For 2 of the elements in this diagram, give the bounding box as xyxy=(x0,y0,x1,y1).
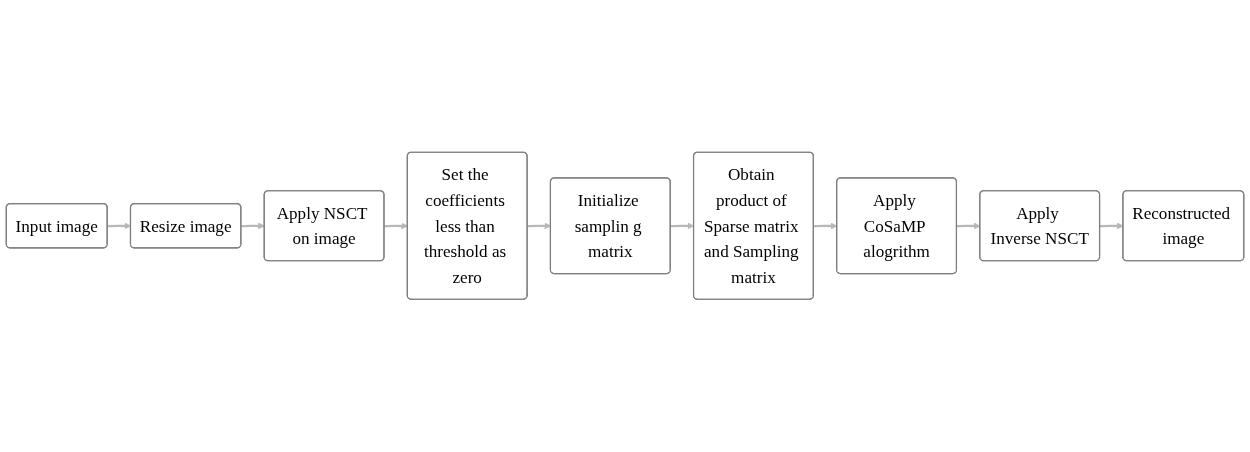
arrow xyxy=(241,222,265,230)
arrow xyxy=(384,222,408,230)
